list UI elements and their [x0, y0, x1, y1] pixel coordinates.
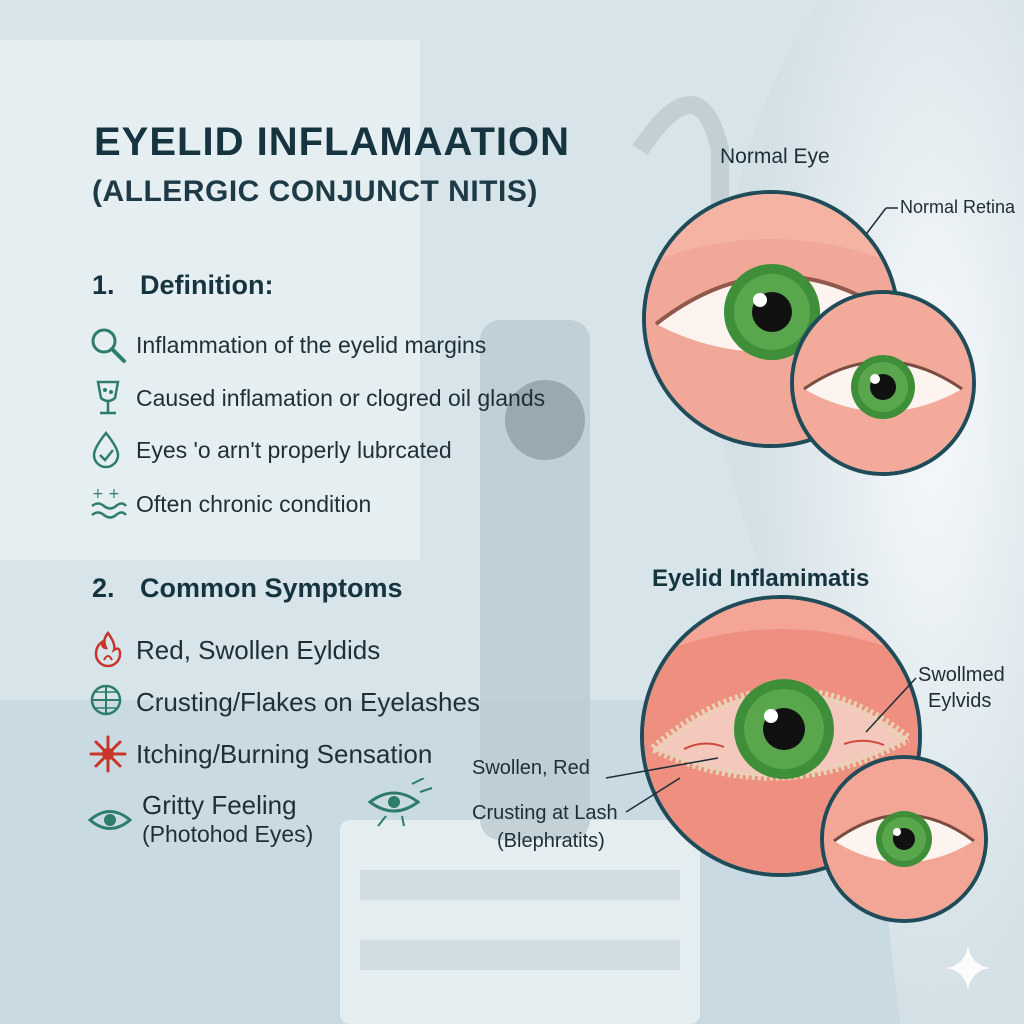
inflamed-eye-closeup-image	[820, 755, 988, 923]
svg-text:+ +: + +	[92, 486, 120, 502]
symptoms-heading: 2. Common Symptoms	[92, 573, 403, 604]
swollen-eyelids-label-line1: Swollmed	[918, 664, 1005, 686]
magnifier-icon	[88, 325, 136, 365]
definition-number: 1.	[92, 270, 115, 300]
symptom-item: Itching/Burning Sensation	[88, 734, 432, 774]
definition-item: Caused inflamation or clogred oil glands	[88, 378, 545, 418]
swollen-eyelids-label-line2: Eylvids	[928, 690, 992, 712]
flame-icon	[88, 630, 136, 670]
definition-item-text: Caused inflamation or clogred oil glands	[136, 384, 546, 411]
symptom-item: Crusting/Flakes on Eyelashes	[88, 682, 480, 722]
definition-item-text: Often chronic condition	[136, 490, 372, 517]
chronic-waves-icon: + +	[88, 484, 136, 524]
radiating-eye-icon	[364, 777, 434, 833]
droplet-icon	[88, 430, 136, 470]
normal-eye-title: Normal Eye	[720, 145, 830, 168]
swollen-red-pointer	[605, 757, 719, 779]
symptom-item-text: Itching/Burning Sensation	[136, 738, 433, 769]
inflamed-eye-title: Eyelid Inflamimatis	[652, 565, 870, 592]
definition-item: + + Often chronic condition	[88, 484, 371, 524]
grid-globe-icon	[88, 682, 136, 722]
symptom-item-text: Red, Swollen Eyldids	[136, 634, 381, 665]
crusting-label-line2: (Blephratits)	[497, 830, 605, 852]
definition-item: Inflammation of the eyelid margins	[88, 325, 486, 365]
burst-icon	[88, 734, 136, 774]
symptoms-number: 2.	[92, 573, 115, 603]
definition-heading: 1. Definition:	[92, 270, 273, 301]
page-title: EYELID INFLAMAATION	[94, 120, 571, 164]
symptom-item-text: Crusting/Flakes on Eyelashes	[136, 686, 480, 717]
sparkle-icon	[944, 944, 992, 997]
swollen-eyelids-pointer	[865, 677, 917, 733]
swollen-red-label: Swollen, Red	[472, 757, 590, 779]
normal-eye-closeup-image	[790, 290, 976, 476]
crusting-label-line1: Crusting at Lash	[472, 802, 618, 824]
symptom-item-subtext: (Photohod Eyes)	[142, 821, 314, 847]
definition-item-text: Inflammation of the eyelid margins	[136, 331, 487, 358]
crusting-pointer	[625, 777, 681, 813]
definition-heading-text: Definition:	[140, 270, 274, 300]
definition-item: Eyes 'o arn't properly lubrcated	[88, 430, 452, 470]
definition-item-text: Eyes 'o arn't properly lubrcated	[136, 436, 452, 463]
symptom-item: Gritty Feeling (Photohod Eyes)	[88, 790, 313, 848]
oil-gland-icon	[88, 378, 136, 418]
symptom-item: Red, Swollen Eyldids	[88, 630, 380, 670]
symptom-item-text: Gritty Feeling	[142, 790, 297, 820]
eye-icon	[88, 800, 136, 840]
page-subtitle: (ALLERGIC CONJUNCT NITIS)	[92, 175, 538, 208]
symptoms-heading-text: Common Symptoms	[140, 573, 403, 603]
normal-retina-label: Normal Retina	[900, 197, 1016, 217]
